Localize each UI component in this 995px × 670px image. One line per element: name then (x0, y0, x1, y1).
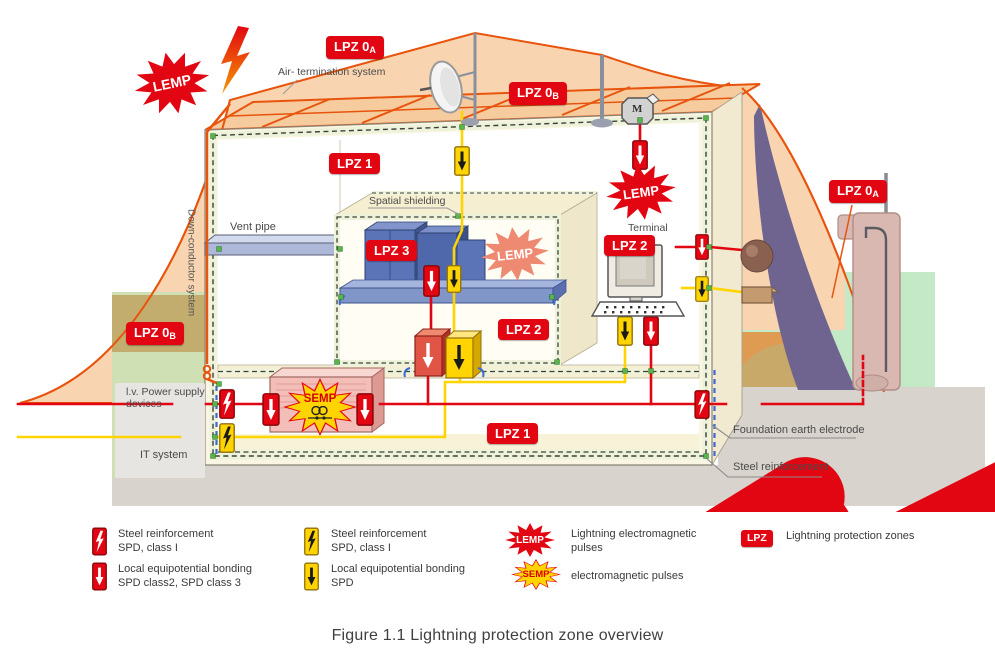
spd-bolt-yellow-icon (304, 527, 319, 556)
lpz-badge-legend-icon: LPZ (741, 530, 773, 547)
spd-arrow-yellow-icon (304, 562, 319, 591)
terminal-label: Terminal (628, 222, 668, 234)
legend-spd-bolt-red: Steel reinforcement SPD, class I (118, 528, 214, 554)
transformer-symbol-icon (308, 406, 332, 420)
motor-label: M (632, 103, 643, 115)
lpz-badge-0b-top: LPZ 0B (509, 82, 567, 105)
lpz-badge-1-basement: LPZ 1 (487, 423, 539, 444)
legend-semp: electromagnetic pulses (571, 570, 684, 582)
it-system-label: IT system (140, 449, 188, 461)
lpz-badge-0a-right: LPZ 0A (829, 180, 887, 203)
power-supply-label-line2: devices (126, 398, 162, 410)
utility-panel (115, 383, 205, 478)
lpz-badge-0a-top: LPZ 0A (326, 36, 384, 59)
legend-spd-arrow-yellow: Local equipotential bonding SPD (331, 563, 465, 589)
lpz-diagram-canvas (16, 26, 995, 512)
semp-star-legend-icon: SEMP (511, 559, 561, 590)
legend-lemp: Lightning electromagnetic pulses (571, 528, 697, 554)
lpz-badge-3: LPZ 3 (366, 240, 418, 261)
terminal-workstation (590, 244, 686, 317)
lightning-bolt-icon (221, 26, 250, 94)
lpz-badge-2-room: LPZ 2 (498, 319, 550, 340)
figure-caption: Figure 1.1 Lightning protection zone ove… (331, 627, 664, 644)
lemp-star-legend-icon: LEMP (505, 523, 555, 557)
legend-spd-arrow-red: Local equipotential bonding SPD class2, … (118, 563, 252, 589)
spd-bolt-red-icon (92, 527, 107, 556)
power-supply-label-line1: l.v. Power supply (126, 386, 205, 398)
vent-pipe (203, 233, 354, 257)
rooftop-equipment (419, 33, 660, 128)
callout-lines (282, 79, 856, 478)
lpz-badge-2-terminal: LPZ 2 (604, 235, 656, 256)
wall-cameras (740, 239, 780, 304)
foundation-electrode-lines (215, 370, 716, 456)
spatial-shielding-label: Spatial shielding (369, 195, 446, 207)
foundation-earth-label: Foundation earth electrode (733, 424, 865, 436)
spd-3d-pair (403, 327, 485, 380)
lpz-badge-1-upper: LPZ 1 (329, 153, 381, 174)
lpz-badge-0b-left: LPZ 0B (126, 322, 184, 345)
legend-lpz: Lightning protection zones (786, 530, 915, 542)
legend-spd-bolt-yellow: Steel reinforcement SPD, class I (331, 528, 427, 554)
shadow-curtain (754, 104, 856, 390)
down-conductor-label: Down-conductor system (185, 209, 197, 317)
vent-pipe-label: Vent pipe (230, 221, 276, 233)
steel-reinforcement-label: Steel reinforcement (733, 461, 829, 473)
air-termination-label: Air- termination system (278, 66, 386, 78)
spd-arrow-red-icon (92, 562, 107, 591)
